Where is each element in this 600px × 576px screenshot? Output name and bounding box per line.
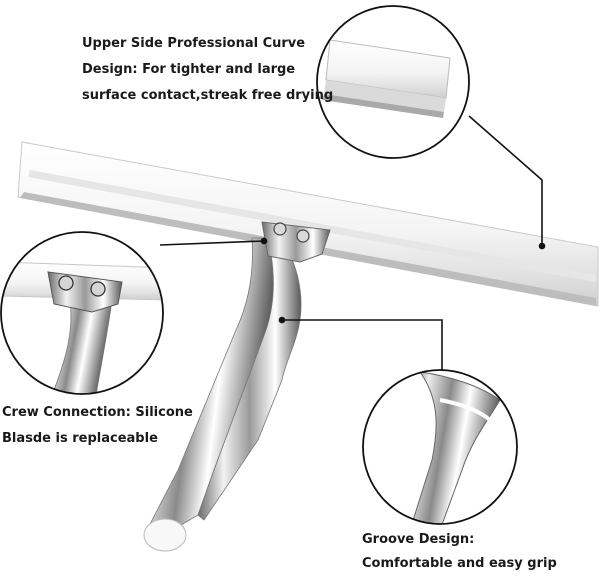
callout-screw-connection: Crew Connection: Silicone Blasde is repl… — [2, 400, 193, 452]
zoom-circle-blade-curve — [316, 5, 470, 159]
callout-blade-curve-line1: Upper Side Professional Curve — [82, 36, 306, 51]
zoom-circle-screw-connection — [0, 231, 164, 395]
screw-icon — [90, 281, 106, 297]
callout-groove-grip-line2: Comfortable and easy grip — [362, 556, 557, 571]
callout-blade-curve-line3: surface contact,streak free drying — [82, 88, 334, 103]
screw-icon — [273, 222, 287, 236]
callout-blade-curve: Upper Side Professional Curve Design: Fo… — [82, 31, 333, 109]
zoom-circle-groove-grip — [362, 369, 518, 525]
callout-screw-connection-line1: Crew Connection: Silicone — [2, 405, 193, 420]
callout-groove-grip: Groove Design: Comfortable and easy grip — [362, 528, 557, 576]
callout-blade-curve-line2: Design: For tighter and large — [82, 62, 296, 77]
callout-screw-connection-line2: Blasde is replaceable — [2, 431, 158, 446]
screw-icon — [296, 229, 310, 243]
screw-icon — [58, 275, 74, 291]
callout-groove-grip-line1: Groove Design: — [362, 532, 475, 547]
squeegee-handle — [143, 221, 331, 552]
callout-connectors — [159, 115, 546, 372]
